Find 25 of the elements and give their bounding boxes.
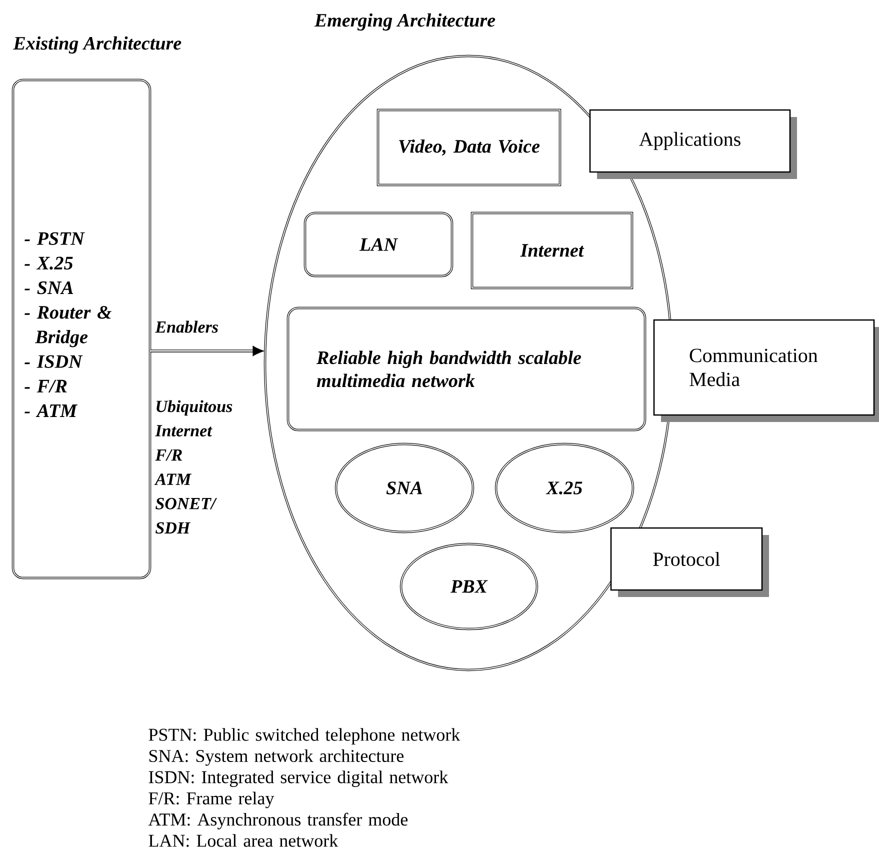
shadow-box: Applications xyxy=(589,109,797,179)
abbreviation-note: F/R: Frame relay xyxy=(148,792,274,808)
heading: Emerging Architecture xyxy=(314,13,496,31)
abbreviation-note: ISDN: Integrated service digital network xyxy=(148,770,448,787)
heading: Existing Architecture xyxy=(13,36,182,54)
node-label: - PSTN xyxy=(24,232,85,245)
rounded-box: LAN xyxy=(304,212,454,278)
node-label: - X.25 xyxy=(24,256,73,270)
rounded-box: Reliable high bandwidth scalable multimedia network xyxy=(286,306,646,432)
arrow xyxy=(150,346,264,356)
edge-label: Enablers xyxy=(155,320,218,333)
node-label: - Router & Bridge xyxy=(24,306,112,348)
abbreviation-note: SNA: System network architecture xyxy=(149,749,404,766)
double-box: Internet xyxy=(470,212,634,290)
abbreviation-note: LAN: Local area network xyxy=(148,834,338,847)
double-box: Video, Data Voice xyxy=(376,108,562,186)
rounded-box: - PSTN - X.25 - SNA - Router & Bridge - ISDN - F/R - ATM xyxy=(12,78,152,580)
node-label: - ISDN xyxy=(24,355,83,368)
shadow-box: Protocol xyxy=(610,527,769,597)
shadow-box: Communication Media xyxy=(653,319,879,422)
node-label: - ATM xyxy=(24,404,78,417)
abbreviation-note: ATM: Asynchronous transfer mode xyxy=(148,812,408,830)
abbreviation-note: PSTN: Public switched telephone network xyxy=(148,728,460,744)
node-label: - F/R xyxy=(24,380,67,393)
node-label: - SNA xyxy=(24,281,74,294)
